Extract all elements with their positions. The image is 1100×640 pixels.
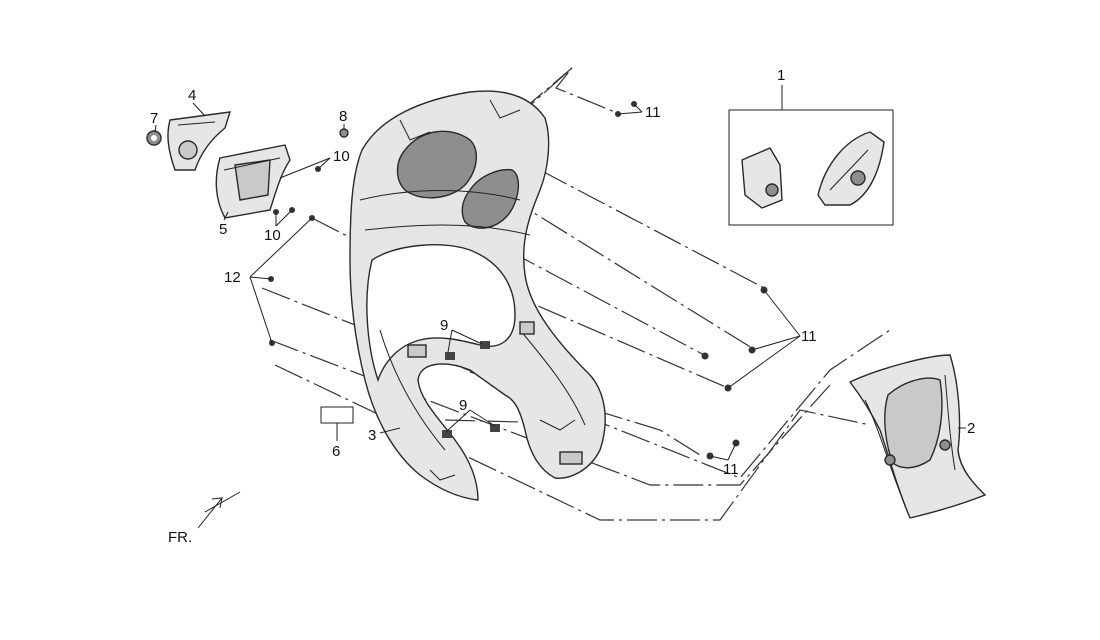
- assembly-box-part-1: [728, 109, 894, 226]
- callout-11-top: 11: [645, 104, 661, 121]
- callout-1: 1: [777, 67, 785, 84]
- callout-3: 3: [368, 427, 376, 444]
- screw-part-8: [339, 128, 349, 138]
- front-direction-label: FR.: [168, 529, 192, 546]
- callout-9-upper: 9: [440, 317, 448, 334]
- callout-6: 6: [332, 443, 340, 460]
- callout-4: 4: [188, 87, 196, 104]
- callout-labels: 1 2 3 4 5 6 7 8 9 9 10 10 11 11 11 12 FR…: [150, 67, 975, 546]
- callout-5: 5: [219, 221, 227, 238]
- callout-7: 7: [150, 110, 158, 127]
- callout-leaders: [154, 85, 966, 461]
- assembly-guide-lines: [261, 67, 891, 521]
- side-bracket-part-5: [215, 144, 291, 219]
- front-leg-shield-part: [349, 90, 606, 501]
- label-tag-part-6: [320, 406, 354, 424]
- front-direction-arrow: [197, 491, 241, 529]
- nut-part-7: [146, 130, 162, 146]
- callout-11-bottom: 11: [723, 461, 739, 478]
- callout-12: 12: [224, 269, 241, 286]
- callout-2: 2: [967, 420, 975, 437]
- callout-10-upper: 10: [333, 148, 350, 165]
- callout-8: 8: [339, 108, 347, 125]
- callout-10-lower: 10: [264, 227, 281, 244]
- inner-cover-part: [848, 354, 987, 519]
- side-bracket-part-4: [167, 111, 231, 171]
- callout-9-lower: 9: [459, 397, 467, 414]
- callout-11-right: 11: [801, 328, 817, 345]
